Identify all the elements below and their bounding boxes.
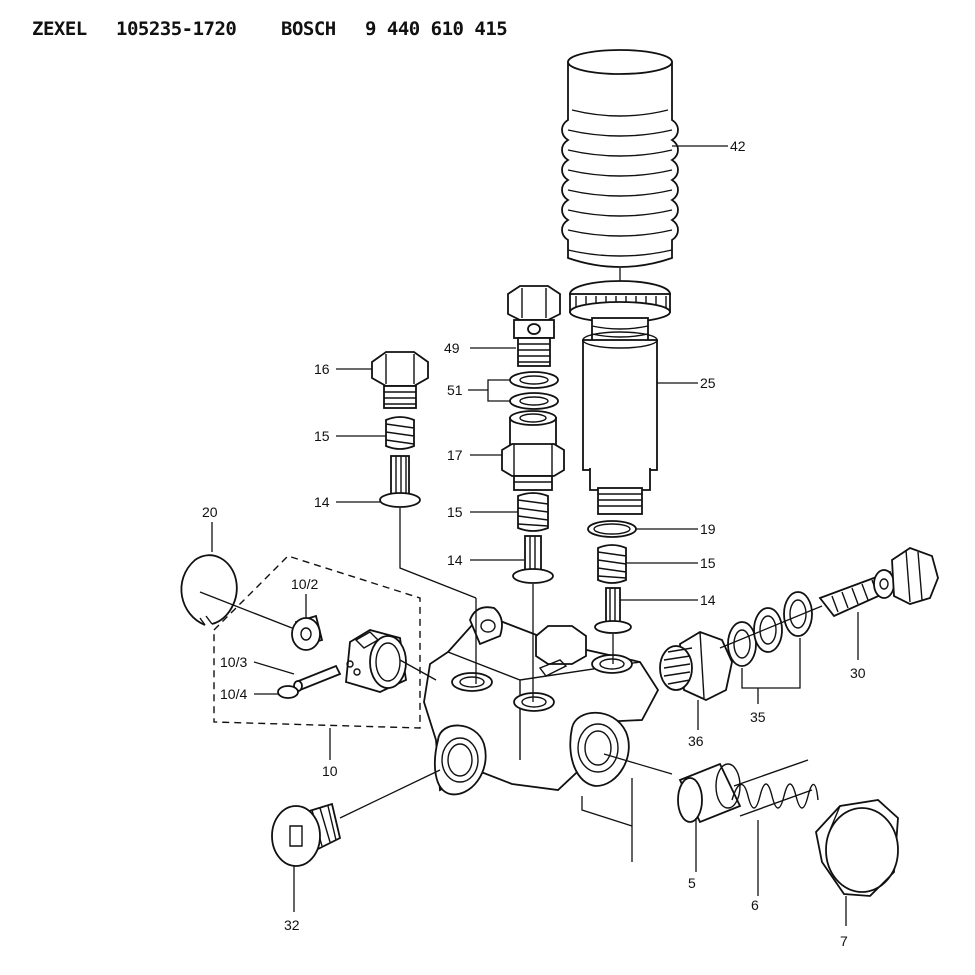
axis-line-32: [339, 769, 441, 819]
label-15b: 15: [447, 504, 463, 520]
part-15-right-spring: [597, 544, 627, 584]
label-15c: 15: [700, 555, 716, 571]
label-30: 30: [850, 665, 866, 681]
label-10-2: 10/2: [291, 576, 318, 592]
label-5: 5: [688, 875, 696, 891]
part-7-plug-screw: [815, 799, 899, 897]
part-17-valve-holder: [501, 410, 565, 491]
part-10-3-pin: [293, 664, 342, 692]
part-10-2-roller: [291, 614, 324, 651]
leader-51: [468, 379, 510, 402]
axis-line-35: [719, 605, 823, 649]
part-14-left-valve: [379, 455, 421, 508]
part-14-right-valve: [594, 587, 632, 634]
part-14-center-valve: [512, 535, 554, 584]
part-6-spring: [731, 759, 819, 817]
part-30-banjo-bolt: [818, 546, 939, 618]
part-19-o-ring: [587, 520, 637, 538]
part-32-plug-screw: [271, 802, 342, 867]
label-42: 42: [730, 138, 746, 154]
label-17: 17: [447, 447, 463, 463]
part-10-4-small-pin: [277, 685, 299, 699]
axis-line-rod: [603, 753, 673, 775]
header-brand-zexel: ZEXEL: [32, 18, 87, 40]
label-14a: 14: [314, 494, 330, 510]
part-49-banjo-bolt: [507, 285, 561, 367]
label-10-4: 10/4: [220, 686, 247, 702]
part-25-hand-primer-pump: [569, 280, 671, 515]
axis-line-20: [199, 591, 293, 629]
label-10: 10: [322, 763, 338, 779]
axis-line-tappet: [399, 659, 437, 681]
bracket-line-bottom: [581, 796, 633, 827]
label-32: 32: [284, 917, 300, 933]
part-36-banjo-union: [659, 631, 733, 701]
label-16: 16: [314, 361, 330, 377]
axis-line-14a: [399, 508, 477, 599]
part-35-washers: [727, 591, 813, 667]
label-14b: 14: [447, 552, 463, 568]
header: ZEXEL 105235-1720 BOSCH 9 440 610 415: [32, 18, 508, 40]
part-20-snap-ring: [180, 554, 238, 626]
part-51-sealing-washers: [509, 371, 559, 410]
leader-10-3: [253, 661, 295, 675]
leader-35: [741, 638, 801, 704]
label-6: 6: [751, 897, 759, 913]
label-7: 7: [840, 933, 848, 949]
label-36: 36: [688, 733, 704, 749]
label-15a: 15: [314, 428, 330, 444]
header-zexel-part-number: 105235-1720: [116, 18, 236, 40]
label-49: 49: [444, 340, 460, 356]
label-25: 25: [700, 375, 716, 391]
part-15-left-spring: [385, 416, 415, 450]
group-box-10: [213, 555, 421, 729]
label-20: 20: [202, 504, 218, 520]
part-10-roller-tappet: [345, 629, 407, 693]
part-15-center-spring: [517, 492, 549, 532]
label-35: 35: [750, 709, 766, 725]
header-brand-bosch: BOSCH: [281, 18, 336, 40]
part-42-bellows-cap: [561, 49, 679, 268]
label-14c: 14: [700, 592, 716, 608]
part-5-piston: [677, 762, 742, 824]
part-16-plug-screw: [371, 351, 429, 409]
label-51: 51: [447, 382, 463, 398]
label-19: 19: [700, 521, 716, 537]
label-10-3: 10/3: [220, 654, 247, 670]
pump-housing-body: [423, 606, 660, 796]
header-bosch-part-number: 9 440 610 415: [365, 18, 507, 40]
